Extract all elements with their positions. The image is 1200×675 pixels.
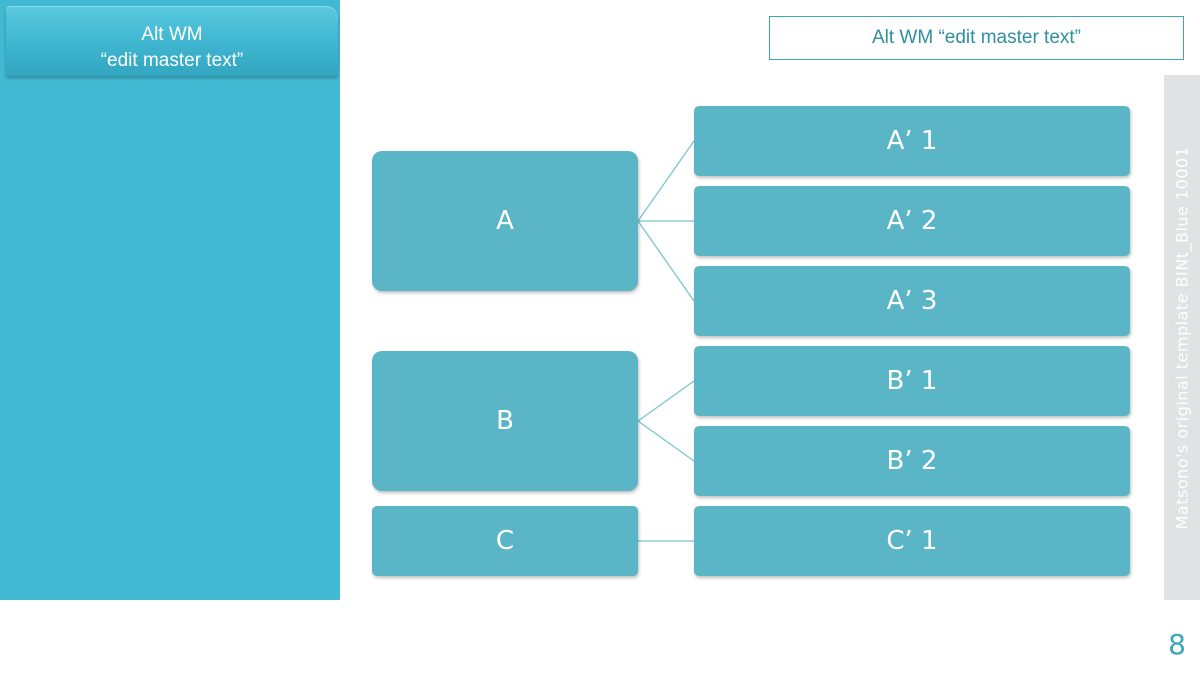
connector-a-a1: [637, 140, 695, 222]
header-box: Alt WM “edit master text”: [769, 16, 1184, 60]
left-tab-line1: Alt WM: [141, 24, 203, 45]
page-number: 8: [1168, 628, 1186, 661]
left-tab-title: Alt WM “edit master text”: [6, 6, 338, 76]
node-b: B: [372, 351, 638, 491]
node-c: C: [372, 506, 638, 576]
node-b-child-1: B’ 1: [694, 346, 1130, 416]
side-strip: Matsono's original template BINt_Blue 10…: [1164, 75, 1200, 600]
node-a-child-3: A’ 3: [694, 266, 1130, 336]
connector-b-b1: [637, 380, 695, 422]
node-c-child-1: C’ 1: [694, 506, 1130, 576]
connector-a-a3: [637, 220, 695, 302]
node-a-child-2: A’ 2: [694, 186, 1130, 256]
left-tab-line2: “edit master text”: [100, 50, 244, 71]
left-panel: [0, 0, 340, 600]
node-b-child-2: B’ 2: [694, 426, 1130, 496]
connector-b-b2: [637, 420, 695, 462]
node-a: A: [372, 151, 638, 291]
node-a-child-1: A’ 1: [694, 106, 1130, 176]
